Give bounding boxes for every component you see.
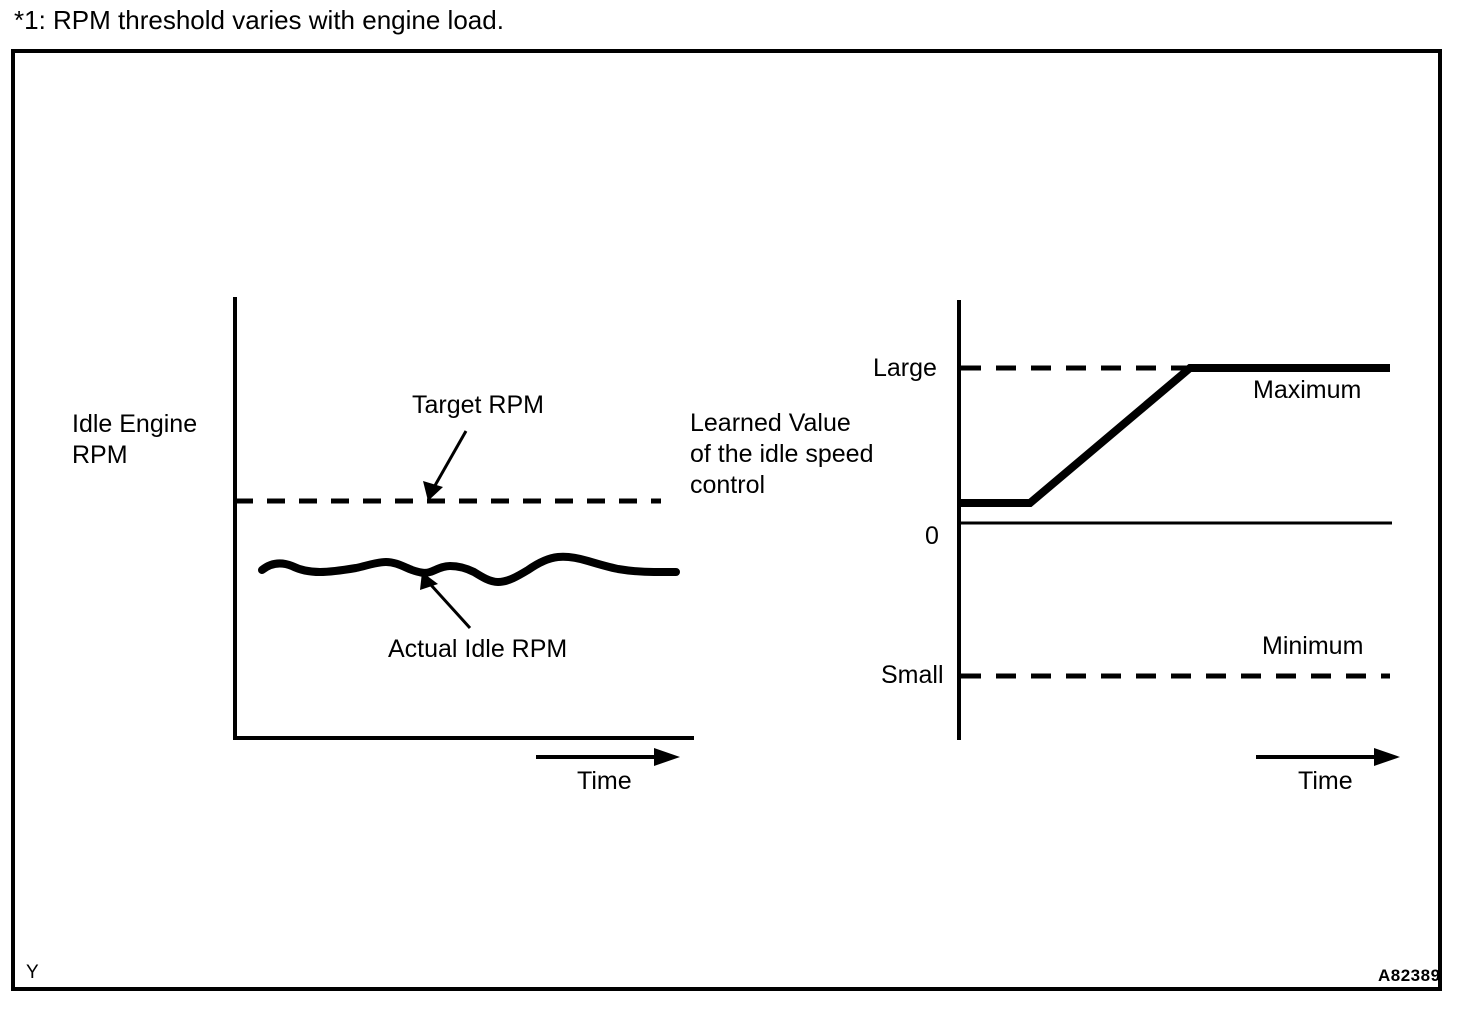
- right-chart-group: [957, 300, 1400, 766]
- right-chart-y-axis-label: Learned Value of the idle speed control: [690, 408, 873, 501]
- right-time-arrowhead: [1374, 748, 1400, 766]
- maximum-label: Maximum: [1253, 376, 1362, 404]
- learned-value-curve: [961, 364, 1390, 507]
- target-rpm-arrowhead: [423, 481, 443, 501]
- corner-mark: Y: [26, 962, 39, 983]
- actual-idle-rpm-arrowhead: [420, 572, 438, 590]
- target-rpm-leader-line: [431, 430, 468, 490]
- y-tick-small: Small: [881, 661, 944, 689]
- left-y-label-line2: RPM: [72, 441, 128, 469]
- figure-frame: [11, 49, 1442, 991]
- left-chart-group: [233, 297, 694, 766]
- left-time-arrowhead: [654, 748, 680, 766]
- left-y-label-line1: Idle Engine: [72, 410, 198, 438]
- figure-id: A82389: [1378, 966, 1441, 985]
- right-chart-x-axis-label: Time: [1298, 767, 1353, 795]
- minimum-label: Minimum: [1262, 632, 1364, 660]
- left-chart-x-axis-label: Time: [577, 767, 632, 795]
- y-tick-large: Large: [873, 354, 937, 382]
- target-rpm-label: Target RPM: [412, 391, 544, 419]
- right-y-label-line2: of the idle speed: [690, 440, 874, 468]
- y-tick-zero: 0: [925, 522, 939, 550]
- actual-idle-rpm-label: Actual Idle RPM: [388, 635, 568, 663]
- footnote-caption: *1: RPM threshold varies with engine loa…: [14, 5, 504, 35]
- right-y-label-line1: Learned Value: [690, 409, 851, 437]
- actual-idle-rpm-curve: [258, 552, 680, 586]
- actual-idle-rpm-leader-line: [429, 583, 472, 630]
- right-y-label-line3: control: [690, 471, 766, 499]
